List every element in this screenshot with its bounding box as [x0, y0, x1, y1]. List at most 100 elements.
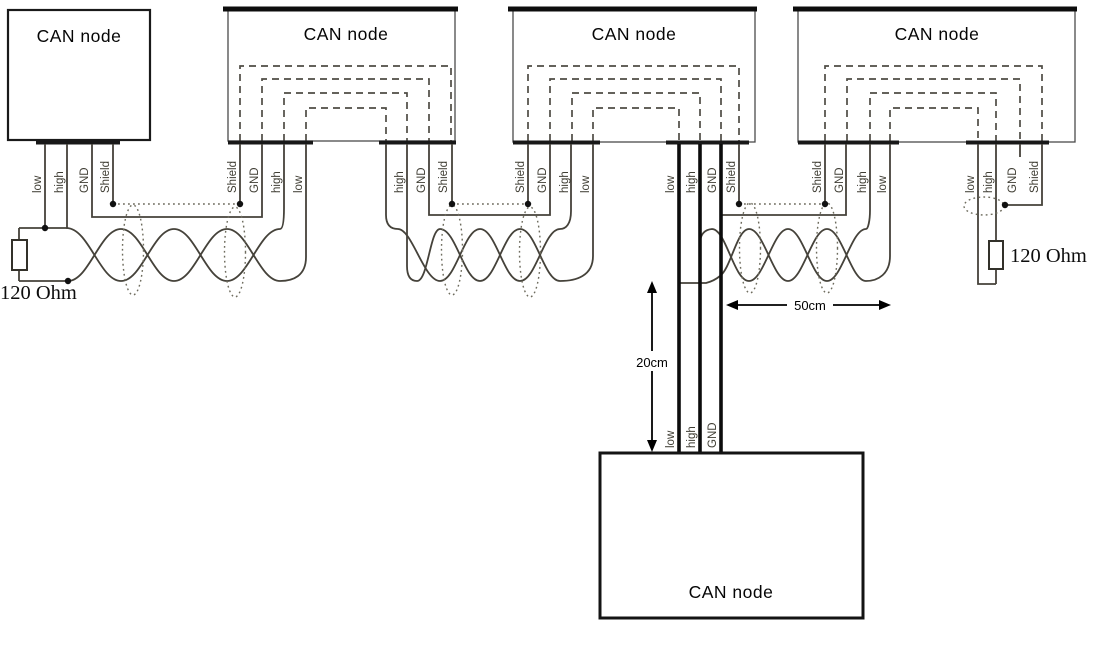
ground-wire-segment-2: [428, 144, 551, 216]
pin-label-shield: Shield: [438, 161, 450, 193]
pin-label-shield: Shield: [812, 161, 824, 193]
can-node-2-box: [227, 8, 456, 142]
shield-wrap-ellipse: [121, 204, 145, 296]
pin-label-gnd: GND: [707, 167, 719, 193]
internal-low-passthrough: [889, 107, 979, 141]
junction-dot: [821, 200, 829, 208]
bus-tap-distance-measure: 50cm: [726, 296, 891, 314]
can-node-label: CAN node: [689, 582, 774, 602]
can-node-3: CAN node: [508, 6, 757, 143]
pin-label-high: high: [983, 171, 995, 193]
can-low-wire: [19, 144, 307, 282]
pin-label-shield: Shield: [515, 161, 527, 193]
pin-label-high: high: [686, 171, 698, 193]
internal-shield-passthrough: [239, 65, 452, 141]
arrow-up-icon: [647, 281, 657, 293]
pin-label-low: low: [965, 175, 977, 193]
label-mask: [633, 351, 671, 371]
junction-dot: [524, 200, 532, 208]
twisted-pair-segment-2: [385, 144, 594, 298]
pin-label-low: low: [665, 430, 677, 448]
shield-wrap-ellipse: [815, 202, 839, 294]
internal-low-passthrough: [592, 107, 680, 141]
can-wire-b: [406, 144, 594, 282]
can-low-wire: [679, 144, 891, 284]
right-terminator: 120 Ohm: [963, 144, 1087, 285]
twisted-pair-segment-1: [19, 144, 307, 298]
can-node-5-box: [598, 451, 865, 620]
resistor-label: 120 Ohm: [1010, 245, 1087, 267]
pin-label-low: low: [877, 175, 889, 193]
pin-label-shield: Shield: [1029, 161, 1041, 193]
pin-label-gnd: GND: [416, 167, 428, 193]
terminator-resistor-right: [988, 240, 1004, 270]
can-node-4-box: [797, 8, 1076, 143]
pin-label-low: low: [665, 175, 677, 193]
ground-wire-segment-3: [721, 144, 847, 216]
can-low-drop-wire: [977, 144, 996, 285]
can-high-wire: [66, 144, 285, 282]
junction-dot: [109, 200, 117, 208]
junction-dot: [64, 277, 72, 285]
can-node-2: CAN node: [223, 6, 458, 142]
can-node-label: CAN node: [304, 24, 389, 44]
left-terminator: 120 Ohm: [0, 144, 77, 304]
label-mask: [787, 296, 833, 314]
arrow-left-icon: [726, 300, 738, 310]
internal-shield-passthrough: [824, 65, 1043, 141]
ground-bus-wires: [91, 144, 847, 218]
internal-high-passthrough: [283, 92, 408, 141]
pin-label-high: high: [857, 171, 869, 193]
shield-bus-wires: [112, 144, 826, 205]
junction-dot: [448, 200, 456, 208]
ground-wire-segment-1: [91, 144, 263, 218]
pin-label-gnd: GND: [707, 422, 719, 448]
pin-label-high: high: [271, 171, 283, 193]
internal-high-passthrough: [571, 92, 701, 141]
pin-label-high: high: [54, 171, 66, 193]
junction-dot: [1001, 201, 1009, 209]
resistor-label: 120 Ohm: [0, 282, 77, 304]
can-node-label: CAN node: [37, 26, 122, 46]
shield-junction-dots: [109, 200, 829, 208]
can-node-4: CAN node: [793, 6, 1077, 143]
pin-label-low: low: [580, 175, 592, 193]
can-node-label: CAN node: [895, 24, 980, 44]
junction-dot: [236, 200, 244, 208]
shield-wrap-ellipse: [963, 196, 1005, 216]
pin-label-gnd: GND: [249, 167, 261, 193]
pin-label-gnd: GND: [834, 167, 846, 193]
junction-dot: [735, 200, 743, 208]
internal-high-passthrough: [869, 92, 997, 141]
can-node-label: CAN node: [592, 24, 677, 44]
arrow-down-icon: [647, 440, 657, 452]
pin-label-gnd: GND: [79, 167, 91, 193]
pin-labels: low high GND Shield Shield GND high low …: [32, 161, 1041, 448]
shield-wrap-ellipse: [738, 202, 762, 294]
can-node-1: CAN node: [6, 8, 152, 142]
arrow-right-icon: [879, 300, 891, 310]
pin-label-high: high: [394, 171, 406, 193]
can-high-wire: [699, 144, 871, 282]
internal-low-passthrough: [305, 107, 387, 141]
pin-label-high: high: [559, 171, 571, 193]
internal-gnd-passthrough: [549, 78, 722, 141]
stub-length-label: 20cm: [636, 355, 668, 370]
pin-label-shield: Shield: [227, 161, 239, 193]
pin-label-low: low: [293, 175, 305, 193]
pin-label-shield: Shield: [100, 161, 112, 193]
can-wire-a: [385, 144, 572, 282]
can-node-3-box: [512, 8, 756, 143]
shield-wrap-ellipse: [223, 206, 247, 298]
internal-shield-passthrough: [527, 65, 740, 141]
pin-label-shield: Shield: [726, 161, 738, 193]
internal-gnd-passthrough: [261, 78, 430, 141]
bus-tap-distance-label: 50cm: [794, 298, 826, 313]
pin-label-low: low: [32, 175, 44, 193]
shield-wrap-ellipse: [518, 206, 542, 298]
pin-label-high: high: [686, 426, 698, 448]
pin-label-gnd: GND: [1007, 167, 1019, 193]
twisted-pair-segment-3: [679, 144, 891, 294]
